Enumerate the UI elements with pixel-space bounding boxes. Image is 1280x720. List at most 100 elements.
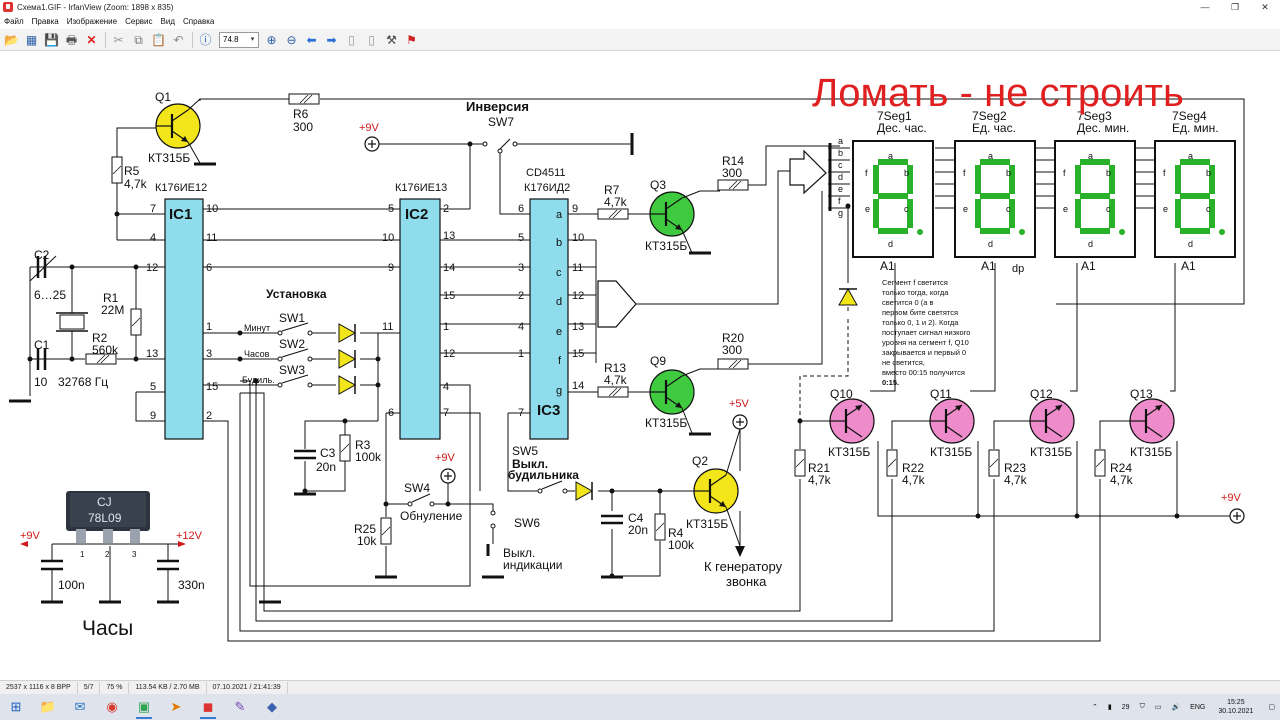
svg-text:+5V: +5V [729,398,750,410]
cursor-icon[interactable]: ➤ [170,699,182,714]
zoom-out-icon[interactable]: ⊖ [286,32,297,47]
network-icon[interactable]: ▭ [1154,704,1162,711]
svg-text:15: 15 [443,290,455,302]
cut-icon[interactable]: ✂ [113,32,124,47]
svg-text:КТ315Б: КТ315Б [686,517,728,531]
vpn-icon[interactable]: ◆ [267,699,277,714]
svg-text:SW2: SW2 [279,337,305,351]
slideshow-icon[interactable]: ▦ [25,32,38,47]
status-date: 07.10.2021 / 21:41:39 [207,681,288,694]
svg-text:Выкл.: Выкл. [503,546,535,560]
menu-edit[interactable]: Правка [31,17,59,26]
svg-text:1: 1 [518,348,524,360]
svg-text:300: 300 [293,120,313,134]
usb-icon[interactable]: ▮ [1107,704,1112,711]
recorder-icon[interactable]: ◼ [192,694,224,720]
first-icon[interactable]: ▯ [348,32,355,47]
minimize-button[interactable]: — [1200,2,1210,12]
language-indicator[interactable]: ENG [1190,703,1206,711]
draw-icon[interactable]: ✎ [234,699,246,714]
tray-badge[interactable]: 29 [1121,703,1130,711]
shield-icon[interactable]: ⛉ [1139,703,1145,710]
svg-text:2: 2 [105,550,110,559]
menu-image[interactable]: Изображение [66,17,118,26]
svg-text:c: c [904,204,909,214]
menu-view[interactable]: Вид [160,17,175,26]
print-icon[interactable]: 🖶 [65,32,78,47]
svg-text:+9V: +9V [359,122,380,134]
save-icon[interactable]: 💾 [44,32,59,47]
menu-tools[interactable]: Сервис [125,17,153,26]
svg-text:dp: dp [1012,263,1024,275]
svg-text:11: 11 [572,262,583,274]
image-canvas[interactable]: IC1 IC2 IC3 К176ИЕ12 К176ИЕ13 CD4511 К17… [0,51,1280,680]
junctions [27,141,1180,579]
explorer-icon[interactable]: 📁 [39,699,57,714]
next-icon[interactable]: ➡ [326,32,337,47]
svg-text:R1: R1 [103,291,119,305]
status-size: 113.54 KB / 2.70 MB [129,681,207,694]
svg-text:9: 9 [572,203,578,215]
svg-text:b: b [1106,168,1111,178]
svg-text:7: 7 [443,407,449,419]
menu-help[interactable]: Справка [183,17,215,26]
irfanview-app-icon [3,2,13,12]
svg-text:A1: A1 [981,259,996,273]
svg-text:КТ315Б: КТ315Б [1030,445,1072,459]
svg-text:e: e [963,204,968,214]
tray-clock[interactable]: 15:25 30.10.2021 [1218,698,1253,716]
prev-icon[interactable]: ⬅ [306,32,317,47]
paste-icon[interactable]: 📋 [151,32,166,47]
undo-icon[interactable]: ↶ [173,32,184,47]
svg-text:+9V: +9V [20,530,41,542]
svg-text:a: a [988,151,993,161]
ic2-pin-labels: 5 10 9 11 6 2 13 14 15 1 12 4 7 [382,203,455,419]
svg-text:C2: C2 [34,248,50,262]
svg-text:не светится,: не светится, [882,358,925,367]
info-icon[interactable]: ⓘ [199,32,212,47]
svg-text:f: f [1163,168,1166,178]
svg-text:КТ315Б: КТ315Б [645,416,687,430]
svg-text:5: 5 [388,203,394,215]
svg-text:7: 7 [518,407,524,419]
zoom-in-icon[interactable]: ⊕ [266,32,277,47]
display-labels: 7Seg1 Дес. час. A1 7Seg2 Ед. час. A1 7Se… [877,109,1219,275]
svg-text:300: 300 [722,166,742,180]
svg-text:a: a [888,151,893,161]
dashed-wire [799,319,849,421]
chevron-up-icon[interactable]: ⌃ [1092,704,1098,711]
notifications-icon[interactable]: ▢ [1268,704,1275,711]
svg-text:SW4: SW4 [404,481,430,495]
open-icon[interactable]: 📂 [4,32,19,47]
volume-icon[interactable]: 🔊 [1171,704,1181,711]
svg-text:14: 14 [443,262,455,274]
svg-text:b: b [838,148,843,158]
svg-text:9: 9 [150,410,156,422]
svg-text:Дес. мин.: Дес. мин. [1077,121,1129,135]
delete-icon[interactable]: ✕ [86,32,97,47]
switch-symbols [277,138,568,529]
svg-text:100k: 100k [355,450,382,464]
menu-file[interactable]: Файл [4,17,24,26]
svg-text:12: 12 [572,290,584,302]
close-button[interactable]: ✕ [1261,2,1269,12]
chrome-icon[interactable]: ◉ [106,699,118,714]
mail-icon[interactable]: ✉ [74,699,86,714]
svg-text:7Seg4: 7Seg4 [1172,109,1207,123]
start-icon[interactable]: ⊞ [10,699,22,714]
svg-text:Минут: Минут [244,323,270,333]
svg-text:4,7k: 4,7k [604,195,628,209]
copy-icon[interactable]: ⧉ [134,32,143,47]
zoom-select[interactable]: 74.8 ▾ [219,31,259,48]
ic2-ref: IC2 [405,206,428,223]
maximize-button[interactable]: ❐ [1230,2,1240,12]
svg-text:5: 5 [518,232,524,244]
last-icon[interactable]: ▯ [368,32,375,47]
capacitor-symbols [36,256,623,571]
exit-icon[interactable]: ⚑ [406,32,417,47]
settings-icon[interactable]: ⚒ [386,32,397,47]
camtasia-icon[interactable]: ▣ [128,694,160,720]
svg-text:R2: R2 [92,331,108,345]
svg-text:11: 11 [382,321,393,333]
svg-text:78L09: 78L09 [88,511,122,525]
